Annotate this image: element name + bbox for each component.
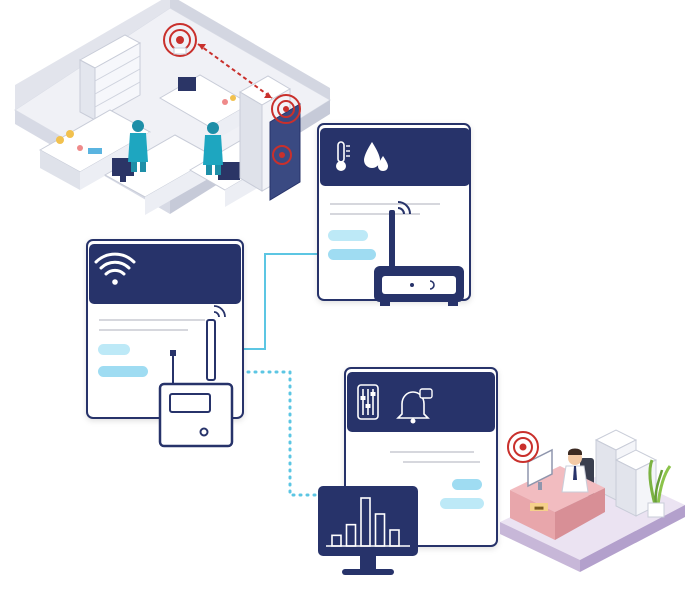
dashboard-monitor	[318, 486, 418, 575]
wifi-card	[86, 239, 244, 419]
sensor-beacon-2-icon	[271, 94, 301, 124]
sensor-beacon-1-icon	[163, 23, 197, 57]
lab-monitor-icon	[112, 158, 134, 176]
lab-technician-2	[203, 122, 223, 175]
gateway-device-icon	[158, 305, 234, 448]
office-scene: ■■■	[500, 429, 685, 572]
thermometer-icon	[336, 141, 350, 171]
bar-4	[374, 513, 386, 547]
alert-card-header	[347, 372, 495, 432]
wifi-card-pill-1	[98, 344, 130, 355]
bell-alert-icon	[396, 388, 433, 424]
desk-sign-text: ■■■	[534, 506, 543, 512]
alert-card-pill-2	[440, 498, 484, 509]
office-alarm-icon	[507, 431, 539, 463]
lab-shelves-left	[78, 34, 142, 121]
lab-technician-1	[128, 120, 148, 172]
lab-room	[14, 0, 331, 215]
sensor-beacon-3-icon	[272, 145, 292, 165]
bar-2	[345, 523, 357, 547]
sensor-card-pill-1	[328, 230, 368, 241]
lab-monitor-2-icon	[218, 162, 240, 180]
monitor-screen	[318, 486, 418, 556]
logger-device-icon	[374, 201, 464, 306]
bar-3	[360, 497, 371, 547]
wifi-card-pill-2	[98, 366, 148, 377]
beacon-link-line	[197, 43, 273, 99]
lab-cabinets-right	[239, 75, 301, 201]
desk-sign	[530, 503, 548, 511]
sensor-card-pill-2	[328, 249, 376, 260]
sensor-card-header	[320, 128, 470, 186]
sliders-icon	[357, 384, 379, 420]
wifi-icon	[94, 252, 136, 285]
water-drops-icon	[364, 142, 388, 171]
bar-1	[331, 534, 342, 547]
bar-5	[389, 529, 400, 547]
lab-back-wall-right	[170, 0, 330, 100]
office-worker	[561, 448, 589, 493]
desk-monitor-icon	[527, 448, 553, 490]
bar-chart-monitor-icon	[326, 497, 410, 547]
wifi-card-header	[89, 244, 241, 304]
plant-icon	[647, 459, 672, 518]
laptop-icon	[178, 77, 196, 91]
alert-card-pill-1	[452, 479, 482, 490]
